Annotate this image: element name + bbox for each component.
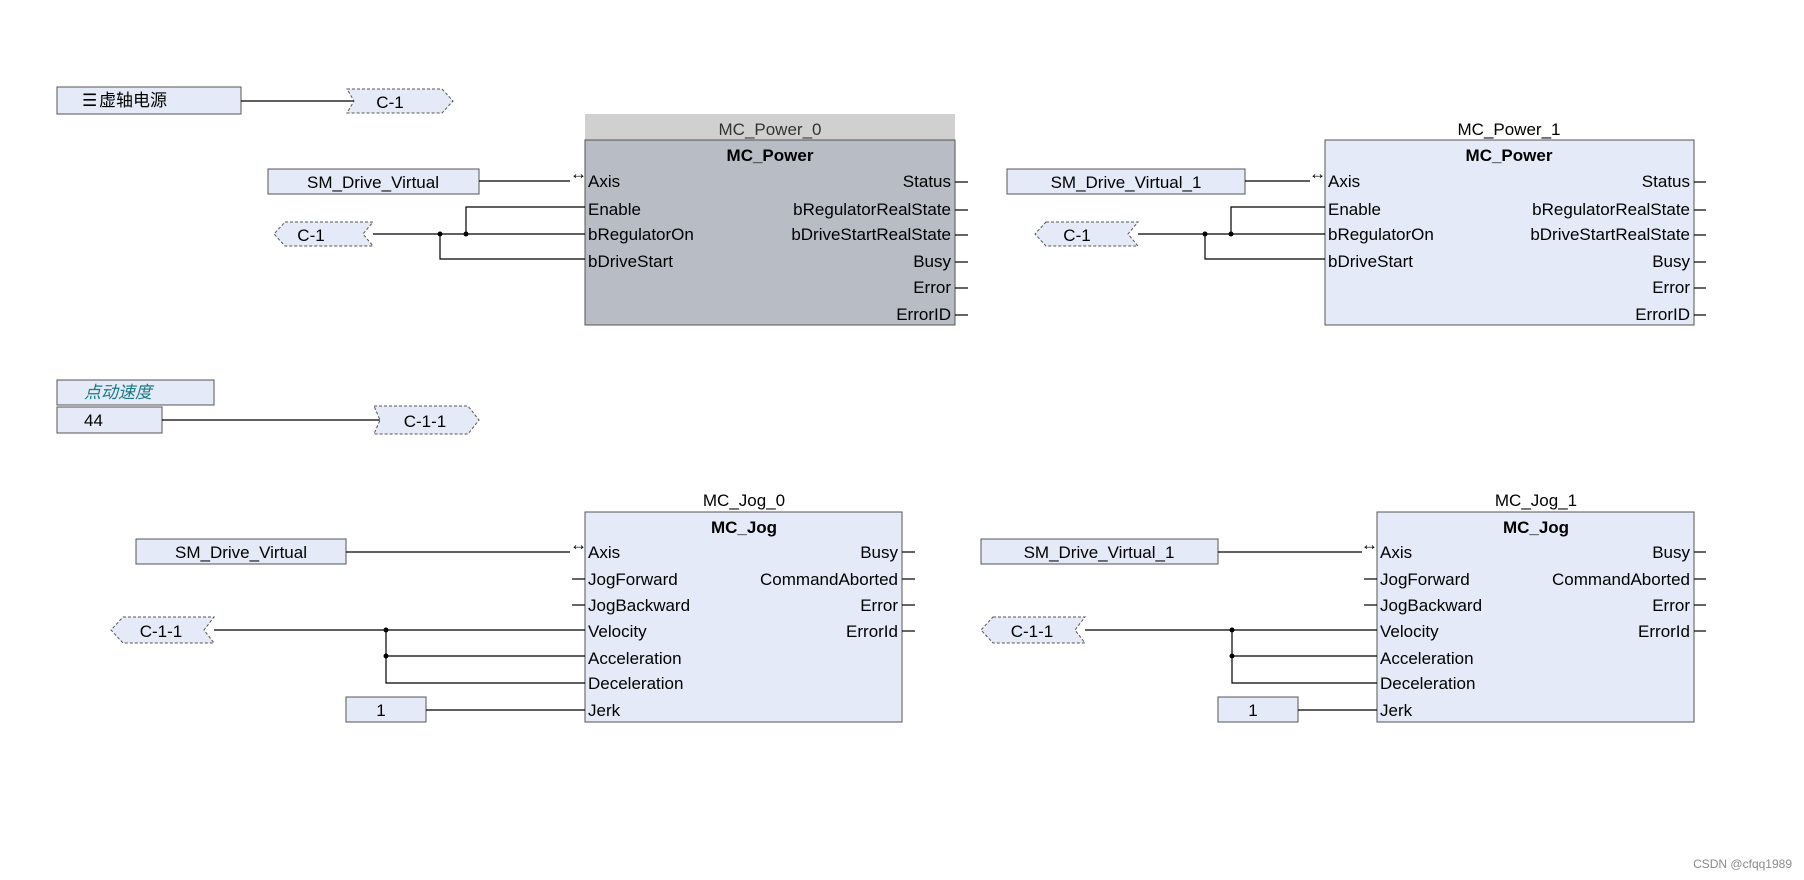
pin-bregulatorrealstate[interactable]: bRegulatorRealState: [793, 200, 951, 219]
pin-enable[interactable]: Enable: [1328, 200, 1381, 219]
pin-jogforward[interactable]: JogForward: [1380, 570, 1470, 589]
pin-error[interactable]: Error: [1652, 596, 1690, 615]
pin-error[interactable]: Error: [1652, 278, 1690, 297]
jerk-value-box[interactable]: 1: [1217, 696, 1299, 723]
pin-jogbackward[interactable]: JogBackward: [1380, 596, 1482, 615]
connector-output-c1-1[interactable]: C-1-1: [373, 405, 480, 435]
axis-variable-label: SM_Drive_Virtual_1: [1024, 543, 1175, 562]
pin-status[interactable]: Status: [903, 172, 951, 191]
pin-bdrivestart[interactable]: bDriveStart: [1328, 252, 1413, 271]
connector-input-c1[interactable]: C-1: [1034, 221, 1140, 247]
fb-instance-name: MC_Jog_1: [1495, 491, 1577, 510]
connector-input-c1-1[interactable]: C-1-1: [110, 616, 216, 644]
pin-busy[interactable]: Busy: [860, 543, 898, 562]
connector-input-c1[interactable]: C-1: [273, 221, 375, 247]
axis-variable-label: SM_Drive_Virtual_1: [1051, 173, 1202, 192]
pin-axis[interactable]: Axis: [1328, 172, 1360, 191]
pin-axis[interactable]: Axis: [588, 543, 620, 562]
connector-label: C-1-1: [1011, 622, 1054, 641]
pin-bdrivestartrealstate[interactable]: bDriveStartRealState: [1530, 225, 1690, 244]
pin-jogforward[interactable]: JogForward: [588, 570, 678, 589]
pin-deceleration[interactable]: Deceleration: [588, 674, 683, 693]
fb-instance-name: MC_Jog_0: [703, 491, 785, 510]
axis-variable-box[interactable]: SM_Drive_Virtual: [135, 538, 347, 565]
pin-bregulatoron[interactable]: bRegulatorOn: [1328, 225, 1434, 244]
pin-bdrivestartrealstate[interactable]: bDriveStartRealState: [791, 225, 951, 244]
pin-bregulatoron[interactable]: bRegulatorOn: [588, 225, 694, 244]
connector-output-c1[interactable]: C-1: [346, 88, 454, 114]
pin-acceleration[interactable]: Acceleration: [1380, 649, 1474, 668]
fb-mc-jog-0[interactable]: MC_Jog_0 MC_Jog Axis JogForward JogBackw…: [584, 491, 903, 723]
pin-busy[interactable]: Busy: [1652, 543, 1690, 562]
fb-type-name: MC_Power: [727, 146, 814, 165]
comment-label: 点动速度: [84, 383, 155, 403]
pin-errorid[interactable]: ErrorId: [846, 622, 898, 641]
pin-axis[interactable]: Axis: [1380, 543, 1412, 562]
pin-bdrivestart[interactable]: bDriveStart: [588, 252, 673, 271]
jerk-value-label: 1: [376, 701, 385, 720]
connector-label: C-1-1: [404, 412, 447, 431]
axis-variable-label: SM_Drive_Virtual: [307, 173, 439, 192]
axis-variable-box[interactable]: SM_Drive_Virtual_1: [980, 538, 1219, 565]
jerk-value-label: 1: [1248, 701, 1257, 720]
fb-instance-name: MC_Power_0: [719, 120, 822, 139]
pin-error[interactable]: Error: [860, 596, 898, 615]
pin-commandaborted[interactable]: CommandAborted: [1552, 570, 1690, 589]
pin-jogbackward[interactable]: JogBackward: [588, 596, 690, 615]
connector-label: C-1: [297, 226, 324, 245]
power-source-block[interactable]: ☰ 虚轴电源: [56, 86, 242, 115]
pin-axis[interactable]: Axis: [588, 172, 620, 191]
axis-variable-box[interactable]: SM_Drive_Virtual: [267, 168, 480, 195]
double-arrow-icon: ↔: [570, 535, 587, 554]
connector-label: C-1: [376, 93, 403, 112]
pin-errorid[interactable]: ErrorID: [896, 305, 951, 324]
pin-jerk[interactable]: Jerk: [1380, 701, 1413, 720]
pin-commandaborted[interactable]: CommandAborted: [760, 570, 898, 589]
fb-type-name: MC_Jog: [711, 518, 777, 537]
fb-type-name: MC_Power: [1466, 146, 1553, 165]
list-icon: ☰: [82, 91, 97, 111]
value-label: 44: [84, 411, 103, 430]
fb-mc-power-0[interactable]: MC_Power_0 MC_Power Axis Enable bRegulat…: [584, 114, 956, 326]
watermark: CSDN @cfqq1989: [1693, 857, 1792, 871]
pin-velocity[interactable]: Velocity: [1380, 622, 1439, 641]
pin-enable[interactable]: Enable: [588, 200, 641, 219]
double-arrow-icon: ↔: [1361, 535, 1378, 554]
fb-type-name: MC_Jog: [1503, 518, 1569, 537]
fb-mc-power-1[interactable]: MC_Power_1 MC_Power Axis Enable bRegulat…: [1324, 120, 1695, 326]
fb-instance-name: MC_Power_1: [1458, 120, 1561, 139]
jog-speed-comment[interactable]: 点动速度: [56, 379, 215, 406]
jog-speed-value-box[interactable]: 44: [56, 406, 163, 434]
pin-deceleration[interactable]: Deceleration: [1380, 674, 1475, 693]
pin-busy[interactable]: Busy: [1652, 252, 1690, 271]
connector-input-c1-1[interactable]: C-1-1: [980, 616, 1087, 644]
double-arrow-icon: ↔: [1309, 164, 1326, 183]
fb-mc-jog-1[interactable]: MC_Jog_1 MC_Jog Axis JogForward JogBackw…: [1376, 491, 1695, 723]
pin-errorid[interactable]: ErrorID: [1635, 305, 1690, 324]
connector-label: C-1-1: [140, 622, 183, 641]
connector-label: C-1: [1063, 226, 1090, 245]
pin-errorid[interactable]: ErrorId: [1638, 622, 1690, 641]
pin-acceleration[interactable]: Acceleration: [588, 649, 682, 668]
double-arrow-icon: ↔: [570, 164, 587, 183]
pin-status[interactable]: Status: [1642, 172, 1690, 191]
pin-bregulatorrealstate[interactable]: bRegulatorRealState: [1532, 200, 1690, 219]
pin-busy[interactable]: Busy: [913, 252, 951, 271]
axis-variable-box[interactable]: SM_Drive_Virtual_1: [1006, 168, 1246, 195]
pin-velocity[interactable]: Velocity: [588, 622, 647, 641]
power-source-label: 虚轴电源: [99, 91, 167, 111]
pin-error[interactable]: Error: [913, 278, 951, 297]
axis-variable-label: SM_Drive_Virtual: [175, 543, 307, 562]
jerk-value-box[interactable]: 1: [345, 696, 427, 723]
pin-jerk[interactable]: Jerk: [588, 701, 621, 720]
